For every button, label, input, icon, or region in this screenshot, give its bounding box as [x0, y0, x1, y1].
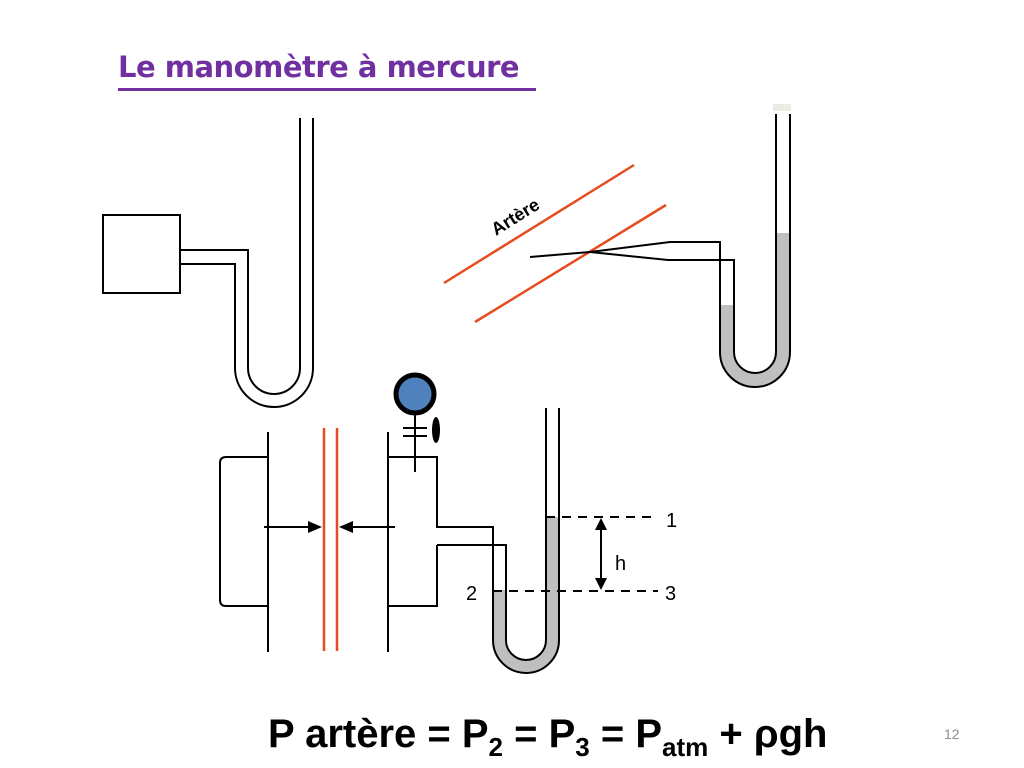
u-tube-outer — [180, 118, 301, 395]
label-3: 3 — [665, 583, 676, 605]
artery-wall-lower — [474, 203, 667, 324]
formula-part: P artère = P — [268, 712, 489, 756]
pump-bulb — [393, 372, 437, 416]
diagram-artery-manometer: Artère — [443, 104, 791, 388]
formula-sub: atm — [662, 732, 709, 762]
valve-knob — [432, 417, 440, 443]
connector-lower — [437, 544, 507, 640]
title-underline — [118, 88, 536, 91]
label-h: h — [615, 553, 626, 575]
formula-sub: 2 — [488, 732, 503, 762]
diagram-box-manometer — [102, 118, 314, 408]
page-number: 12 — [944, 726, 960, 742]
label-2: 2 — [466, 583, 477, 605]
u-tube-outer-3 — [492, 408, 560, 674]
formula-part: = P — [503, 712, 576, 756]
u-tube-inner-2 — [733, 114, 777, 374]
arrow-left — [339, 521, 353, 533]
formula-sub: 3 — [575, 732, 590, 762]
chamber — [388, 456, 493, 528]
chamber-lower — [388, 545, 438, 607]
label-1: 1 — [666, 510, 677, 532]
formula-part: + ρgh — [708, 712, 828, 756]
formula-part: = P — [589, 712, 662, 756]
diagram-measurement: 1 h 2 3 — [219, 372, 677, 674]
u-tube-inner-3 — [505, 408, 547, 661]
u-tube-inner — [180, 118, 314, 408]
tube-cap — [773, 104, 791, 111]
connector-upper — [437, 526, 494, 640]
pressure-box — [102, 214, 181, 294]
needle — [529, 241, 721, 352]
pressure-formula: P artère = P2 = P3 = Patm + ρgh — [268, 712, 827, 763]
mercury-column — [720, 233, 790, 387]
needle-lower — [589, 251, 735, 352]
u-tube-outer-2 — [719, 114, 791, 388]
artery-label: Artère — [488, 194, 544, 239]
slide-title: Le manomètre à mercure — [118, 50, 520, 84]
artery-wall-upper — [443, 163, 635, 285]
arrow-right — [308, 521, 322, 533]
mercury-u — [493, 517, 559, 673]
cuff — [219, 456, 268, 607]
